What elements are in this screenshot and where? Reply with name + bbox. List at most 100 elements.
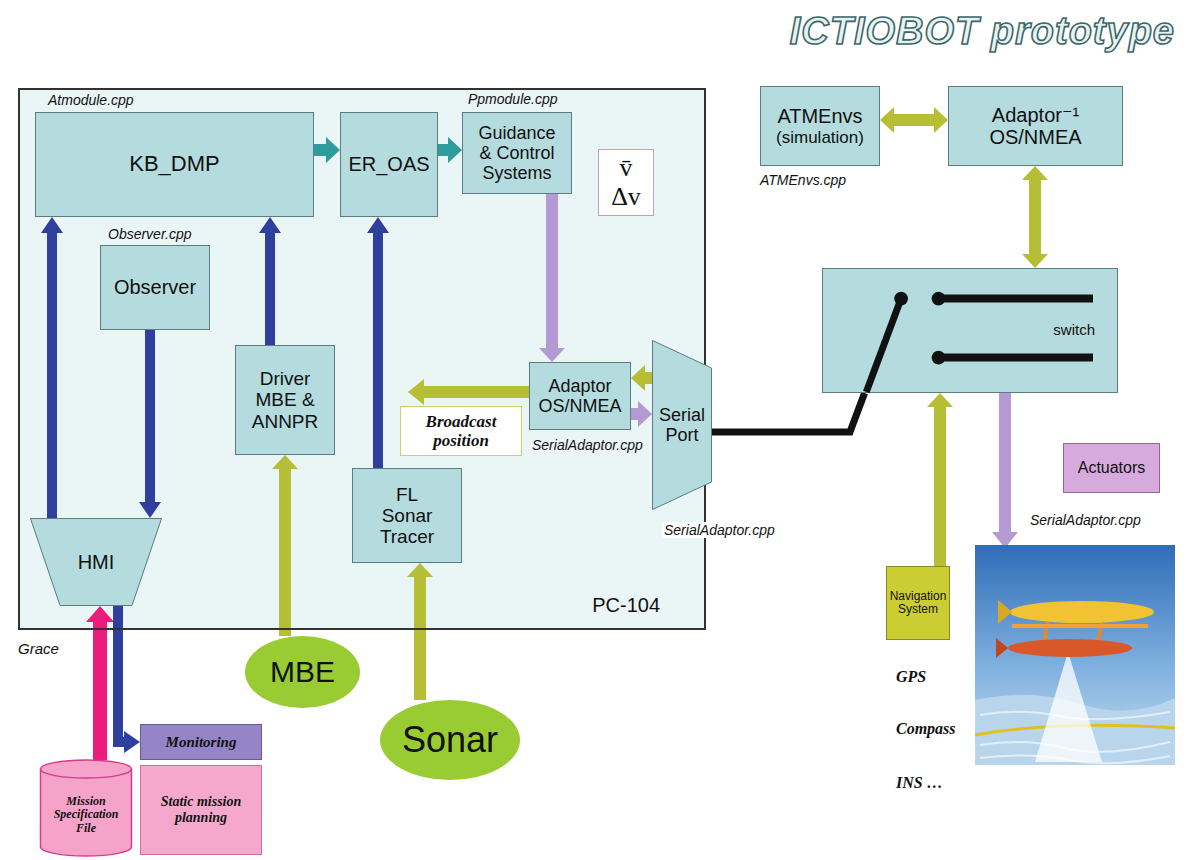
switch-lever: [866, 299, 901, 392]
arrow-head: [1022, 166, 1048, 180]
actuator-command-arrow: [992, 393, 1018, 548]
node-label: Sonar: [402, 720, 498, 760]
connector-line: [414, 576, 426, 700]
arrow-head: [139, 502, 161, 518]
trapezoid-outline: [653, 341, 712, 510]
sonar-beam: [1035, 652, 1102, 762]
node-label: v̄: [620, 153, 633, 182]
frame: [1012, 624, 1148, 628]
hmi-trapezoid: HMI: [30, 518, 162, 606]
sensor-ellipse: MBE: [245, 636, 360, 708]
sensor-ellipse: Sonar: [380, 700, 520, 780]
node-label: Guidance & Control Systems: [473, 123, 561, 183]
connector: [41, 217, 63, 518]
upper-hull: [1010, 601, 1154, 623]
file-label: SerialAdaptor.cpp: [1030, 512, 1141, 528]
connector: [314, 137, 340, 163]
connector: [539, 194, 565, 362]
arrow-head: [272, 455, 298, 469]
node-label: FL Sonar Tracer: [375, 484, 439, 548]
monitoring-box: Monitoring: [140, 724, 262, 760]
connector-line: [118, 606, 126, 742]
connector-line: [314, 144, 327, 156]
cylinder-rim: [41, 769, 132, 778]
tool-label: Grace: [18, 640, 59, 657]
arrow-head: [539, 348, 565, 362]
node-label: ATMEnvs: [777, 105, 862, 127]
connector: [712, 393, 865, 432]
connector-line: [934, 406, 946, 566]
switch-box: switch: [822, 268, 1118, 393]
connector-line: [373, 231, 383, 468]
arrow-head: [86, 606, 114, 622]
connector: [927, 393, 953, 566]
node-label: MBE: [270, 655, 335, 689]
lower-fin: [996, 638, 1008, 658]
node-label: Observer: [114, 276, 196, 298]
node-label: Broadcast position: [409, 412, 513, 450]
node-label: Navigation System: [888, 590, 948, 617]
node-label: PC-104: [592, 594, 660, 616]
node-label: KB_DMP: [129, 152, 219, 177]
connector-line: [438, 144, 449, 156]
node-label: Δv: [611, 182, 641, 211]
navigation-box: Navigation System: [886, 566, 950, 640]
adaptor-box: Adaptor⁻¹ OS/NMEA: [948, 86, 1123, 166]
connector: [407, 563, 433, 700]
file-label: Observer.cpp: [108, 226, 192, 242]
connector-line: [47, 231, 57, 518]
vehicle-illustration: [975, 545, 1175, 765]
node-label: Static mission planning: [156, 794, 246, 825]
file-label: Ppmodule.cpp: [468, 91, 558, 107]
connector-line: [265, 231, 275, 345]
arrow-shaft: [999, 393, 1011, 534]
node-label: Mission Specification File: [46, 795, 126, 835]
switch-pivot: [894, 292, 908, 306]
node-label: Monitoring: [166, 734, 237, 751]
connector: [259, 217, 281, 345]
simulation-box: ATMEnvs(simulation): [760, 86, 880, 166]
sensor-label: GPS: [896, 668, 926, 686]
file-label: SerialAdaptor.cpp: [662, 522, 777, 538]
connector: [1022, 166, 1048, 268]
arrow-head: [631, 365, 645, 391]
connector-line: [546, 194, 558, 349]
connector-line: [145, 330, 155, 504]
ellipse-outline: [245, 636, 360, 708]
connector: [438, 137, 462, 163]
file-label: Atmodule.cpp: [48, 92, 134, 108]
node-label: Adaptor OS/NMEA: [535, 376, 625, 416]
sea-background: [975, 545, 1175, 765]
node-label: Actuators: [1078, 459, 1146, 477]
tracer-box: FL Sonar Tracer: [352, 468, 462, 563]
arrow-head: [259, 217, 281, 233]
sensor-label: INS …: [896, 774, 943, 792]
upper-fin: [998, 600, 1012, 624]
connector: [631, 365, 652, 391]
file-label: ATMEnvs.cpp: [760, 172, 846, 188]
arrow-head: [638, 401, 652, 427]
planning-box: Static mission planning: [140, 765, 262, 855]
switch-terminal: [939, 295, 1093, 303]
ellipse-outline: [380, 700, 520, 780]
module-box: Observer: [100, 245, 210, 330]
module-box: ER_OAS: [340, 112, 438, 217]
switch-terminal: [939, 354, 1093, 362]
serial-port: Serial Port: [652, 340, 712, 510]
node-label: Serial Port: [654, 405, 710, 445]
note-box: Broadcast position: [400, 406, 522, 456]
node-label: HMI: [78, 551, 115, 573]
node-label: Adaptor⁻¹ OS/NMEA: [976, 104, 1096, 149]
arrow-head: [1022, 254, 1048, 268]
actuators-box: Actuators: [1063, 443, 1160, 493]
cylinder-body: [41, 760, 132, 856]
connector-line: [1029, 179, 1041, 256]
arrow-head: [367, 217, 389, 233]
trapezoid-outline: [31, 519, 162, 606]
broadcast-arrow: [408, 379, 530, 405]
node-label: ER_OAS: [348, 153, 429, 175]
connector: [272, 455, 298, 636]
module-box: KB_DMP: [35, 112, 314, 217]
connector-line: [712, 393, 865, 432]
arrow-head: [407, 563, 433, 577]
